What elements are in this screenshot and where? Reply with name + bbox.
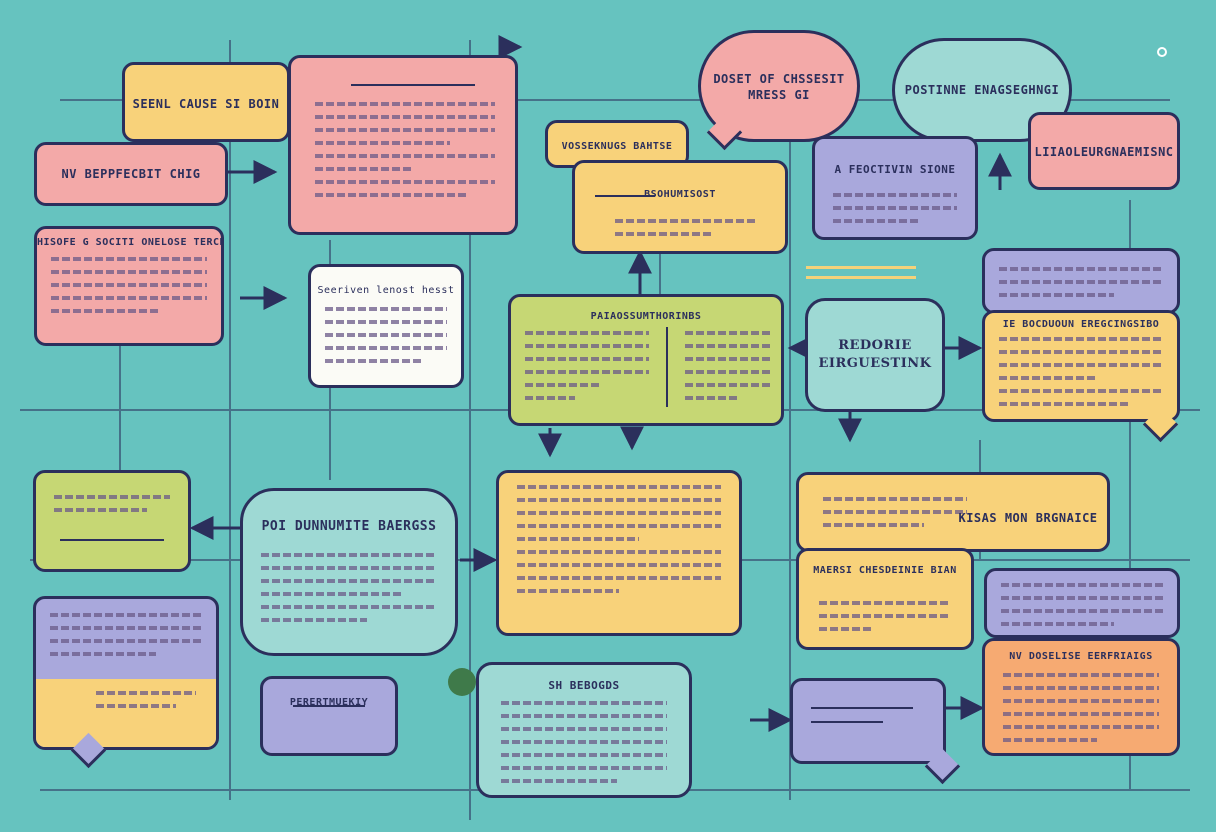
box-title: VOSSEKNUGS BAHTSE	[561, 141, 673, 152]
box-yellow-right-mid: MAERSI CHESDEINIE BIAN	[796, 548, 974, 650]
dot-marker	[448, 668, 476, 696]
box-yellow-right-wide: KISAS MON BRGNAICE	[796, 472, 1110, 552]
box-title: NV DOSELISE EERFRIAIGS	[1009, 651, 1153, 662]
box-lime-left	[33, 470, 191, 572]
box-aqua-bottom-center: SH BEBOGDS	[476, 662, 692, 798]
box-aqua-center-right: REDORIE EIRGUESTINK	[805, 298, 945, 412]
box-title: PAIAOSSUMTHORINBS	[590, 311, 702, 322]
box-lavender-far-right	[982, 248, 1180, 314]
box-top-left-label: SEENL CAUSE SI BOIN	[122, 62, 290, 142]
box-title: Seeriven lenost hesst	[317, 285, 455, 296]
box-lime-center: PAIAOSSUMTHORINBS	[508, 294, 784, 426]
decor-strip	[806, 276, 916, 279]
box-title: POSTINNE ENAGSEGHNGI	[904, 83, 1060, 97]
box-title: POI DUNNUMITE BAERGSS	[261, 519, 437, 534]
box-left-pink-label: NV BEPPFECBIT CHIG	[34, 142, 228, 206]
box-title: IE BOCDUOUN EREGCINGSIBO	[1002, 319, 1160, 330]
box-title: SEENL CAUSE SI BOIN	[132, 97, 280, 111]
box-title: KISAS MON BRGNAICE	[958, 511, 1098, 525]
box-title: A FEOCTIVIN SIONE	[834, 163, 956, 176]
box-title: DOSET OF CHSSESIT MRESS GI	[713, 72, 845, 102]
decor-strip	[806, 266, 916, 269]
box-lavender-bottom-right	[790, 678, 946, 764]
box-title: HISOFE G SOCITI ONELOSE TERCN	[37, 237, 221, 248]
box-title: SH BEBOGDS	[548, 679, 620, 692]
box-left-pink-text: HISOFE G SOCITI ONELOSE TERCN	[34, 226, 224, 346]
box-title: PERERTMUEKIY	[289, 697, 369, 708]
box-lavender-far-right-bottom	[984, 568, 1180, 638]
speech-bubble-top-left: DOSET OF CHSSESIT MRESS GI	[698, 30, 860, 142]
box-lavender-left-bottom	[33, 596, 219, 750]
box-large-pink-text	[288, 55, 518, 235]
box-yellow-far-right: IE BOCDUOUN EREGCINGSIBO	[982, 310, 1180, 422]
box-lavender-top-right: A FEOCTIVIN SIONE	[812, 136, 978, 240]
box-title: MAERSI CHESDEINIE BIAN	[813, 565, 957, 576]
box-white-card: Seeriven lenost hesst	[308, 264, 464, 388]
box-lavender-bottom-small: PERERTMUEKIY	[260, 676, 398, 756]
box-title: BSOHUMISOST	[644, 189, 716, 200]
box-title: REDORIE EIRGUESTINK	[818, 338, 932, 371]
box-pink-far-right: LIIAOLEURGNAEMISNC	[1028, 112, 1180, 190]
box-title: NV BEPPFECBIT CHIG	[61, 167, 201, 181]
box-yellow-center-big	[496, 470, 742, 636]
box-yellow-center-sub: BSOHUMISOST	[572, 160, 788, 254]
box-title: LIIAOLEURGNAEMISNC	[1034, 145, 1174, 159]
box-aqua-center-left: POI DUNNUMITE BAERGSS	[240, 488, 458, 656]
box-orange-far-right: NV DOSELISE EERFRIAIGS	[982, 638, 1180, 756]
